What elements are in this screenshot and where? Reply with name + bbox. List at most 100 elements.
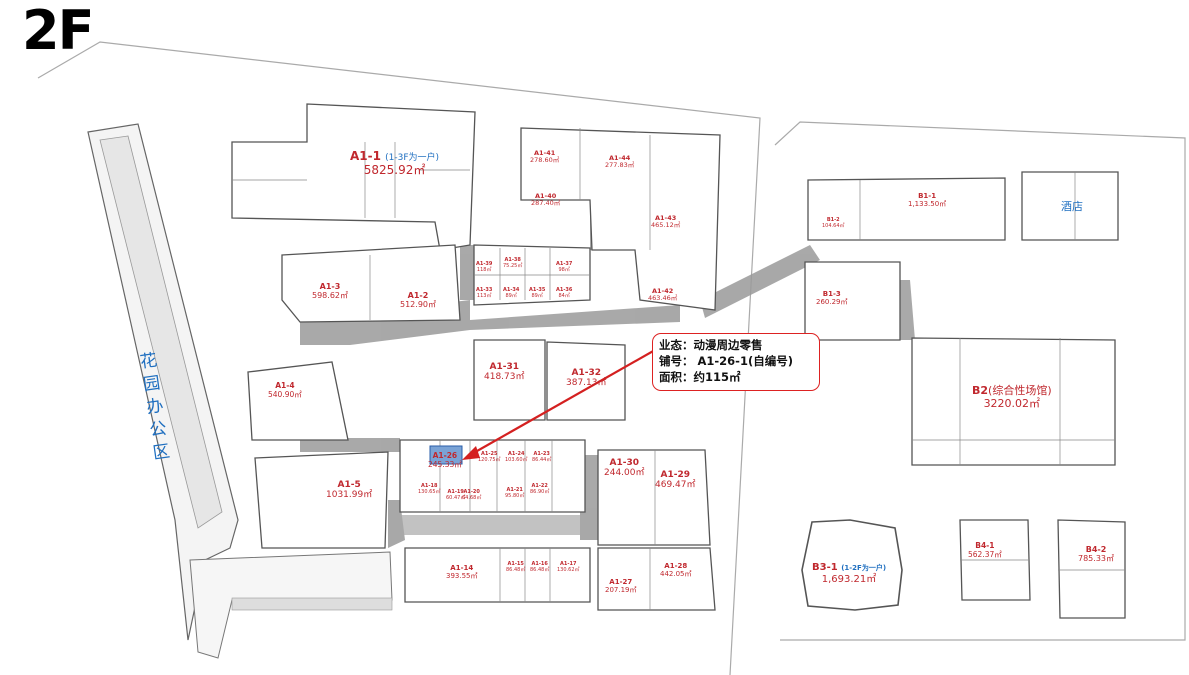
unit-area: 387.13㎡ bbox=[566, 378, 607, 389]
unit-id: A1-35 bbox=[529, 287, 546, 293]
unit-note: (综合性场馆) bbox=[988, 384, 1052, 397]
unit-id: A1-30 bbox=[609, 458, 640, 468]
unit-area: 89㎡ bbox=[531, 292, 543, 299]
unit-id: B1-1 bbox=[918, 192, 937, 200]
unit-area: 277.83㎡ bbox=[605, 161, 635, 170]
unit-id: A1-42 bbox=[651, 287, 674, 295]
unit-id: A1-21 bbox=[506, 487, 523, 493]
unit-id: A1-26 bbox=[432, 451, 458, 460]
unit-id: A1-15 bbox=[507, 561, 524, 567]
unit-area: 98㎡ bbox=[558, 266, 570, 273]
unit-id: A1-37 bbox=[556, 261, 573, 267]
unit-area: 287.40㎡ bbox=[531, 199, 561, 208]
unit-area: 75.25㎡ bbox=[503, 262, 523, 269]
unit-area: 598.62㎡ bbox=[312, 291, 348, 301]
floor-label: 2F bbox=[22, 0, 94, 62]
unit-area: 469.47㎡ bbox=[655, 480, 696, 491]
unit-id: A1-40 bbox=[534, 192, 557, 200]
unit-area: 103.60㎡ bbox=[505, 456, 528, 463]
unit-area: 130.65㎡ bbox=[418, 488, 441, 495]
unit-area: 393.55㎡ bbox=[446, 572, 478, 581]
garden-char: 区 bbox=[151, 441, 172, 464]
unit-id: A1-4 bbox=[275, 381, 295, 390]
unit-area: 442.05㎡ bbox=[660, 570, 692, 579]
unit-area: 244.00㎡ bbox=[604, 468, 645, 479]
callout-arrow-head bbox=[462, 446, 480, 460]
building-blocks bbox=[231, 103, 1126, 619]
unit-id: B3-1 bbox=[812, 562, 838, 573]
unit-area: 1,133.50㎡ bbox=[908, 200, 947, 209]
unit-id: B1-3 bbox=[822, 290, 841, 298]
unit-id: A1-43 bbox=[654, 214, 677, 222]
callout-business-type: 业态：动漫周边零售 bbox=[659, 338, 763, 352]
unit-id: A1-3 bbox=[319, 282, 341, 291]
unit-area: 64.68㎡ bbox=[462, 494, 482, 501]
unit-area: 260.29㎡ bbox=[816, 298, 848, 307]
unit-id: A1-27 bbox=[609, 578, 633, 586]
site-boundary-east bbox=[774, 121, 1186, 641]
unit-area: 113㎡ bbox=[476, 292, 492, 299]
unit-id: A1-33 bbox=[476, 287, 493, 293]
callout-unit-number: 铺号： A1-26-1(自编号) bbox=[659, 353, 793, 368]
unit-area: 463.46㎡ bbox=[648, 294, 678, 303]
unit-area: 562.37㎡ bbox=[968, 549, 1002, 559]
unit-note: (1-3F为一户) bbox=[385, 153, 440, 163]
unit-id: A1-24 bbox=[508, 451, 525, 457]
unit-area: 418.73㎡ bbox=[484, 372, 525, 383]
unit-id: A1-31 bbox=[489, 362, 520, 372]
unit-id: A1-44 bbox=[608, 154, 631, 162]
unit-area: 86.48㎡ bbox=[530, 566, 550, 573]
unit-id: A1-39 bbox=[476, 261, 493, 267]
unit-area: 86.90㎡ bbox=[530, 488, 550, 495]
unit-area: 245.33㎡ bbox=[428, 459, 462, 469]
unit-id: A1-5 bbox=[337, 480, 361, 490]
interior-partitions bbox=[232, 128, 1125, 610]
unit-id: A1-2 bbox=[407, 291, 429, 300]
unit-id: A1-28 bbox=[664, 562, 688, 570]
callout-area: 面积：约115㎡ bbox=[659, 369, 741, 384]
unit-id: A1-17 bbox=[560, 561, 577, 567]
unit-id: A1-41 bbox=[533, 149, 556, 157]
unit-note: (1-2F为一户) bbox=[841, 564, 887, 572]
unit-area: 3220.02㎡ bbox=[983, 396, 1041, 410]
unit-id: A1-36 bbox=[556, 287, 573, 293]
unit-b2: B2(综合性场馆)3220.02㎡ bbox=[972, 384, 1052, 410]
unit-area: 86.44㎡ bbox=[532, 456, 552, 463]
unit-id: B2 bbox=[972, 384, 989, 397]
unit-area: 130.62㎡ bbox=[557, 566, 580, 573]
unit-id: A1-29 bbox=[660, 470, 691, 480]
unit-id: A1-22 bbox=[531, 483, 548, 489]
unit-area: 89㎡ bbox=[505, 292, 517, 299]
site-boundary bbox=[37, 41, 761, 675]
